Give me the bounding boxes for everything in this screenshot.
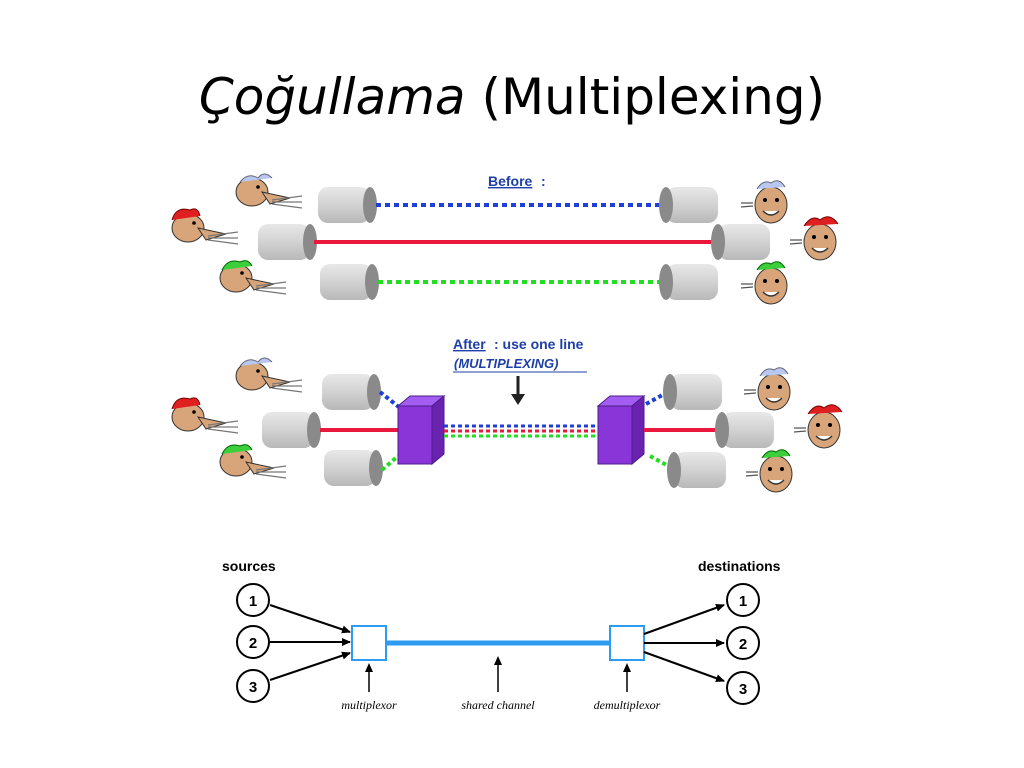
title-english: (Multiplexing) [481,68,826,126]
multiplexor-label: multiplexor [341,698,397,712]
before-row-blue [235,173,788,224]
shared-channel-label: shared channel [461,698,535,712]
svg-text:1: 1 [249,593,257,610]
title-turkish: Çoğullama [198,68,466,126]
multiplexor-box [351,625,387,661]
svg-text:3: 3 [249,679,257,696]
can-icon [324,450,383,486]
svg-text:2: 2 [739,636,747,653]
can-icon [320,264,379,300]
source-node-3: 3 [236,669,270,703]
can-icon [322,374,381,410]
slide-title: Çoğullama (Multiplexing) [0,62,1024,132]
source-node-2: 2 [236,625,270,659]
svg-text:1: 1 [739,593,747,610]
after-heading: After [453,336,486,352]
hair-white-icon [239,173,273,183]
svg-text:2: 2 [249,635,257,652]
demultiplexor-box [609,625,645,661]
destination-node-3: 3 [726,671,760,705]
after-subheading: (MULTIPLEXING) [454,356,558,371]
can-icon [711,224,770,260]
demux-box [596,394,646,466]
before-panel: Before : [171,173,839,305]
can-icon [667,452,726,488]
can-icon [659,264,718,300]
can-icon [262,412,321,448]
svg-text:3: 3 [739,681,747,698]
demultiplexor-label: demultiplexor [594,698,661,712]
can-icon [663,374,722,410]
before-heading-colon: : [541,173,546,189]
can-icon [659,187,718,223]
after-panel: After : use one line (MULTIPLEXING) [171,336,843,493]
source-node-1: 1 [236,583,270,617]
before-heading: Before [488,173,533,189]
destination-node-2: 2 [726,626,760,660]
mux-box [396,394,446,466]
schematic-panel: sources destinations 1 2 3 [222,558,781,712]
can-icon [318,187,377,223]
sources-label: sources [222,558,276,574]
destination-node-1: 1 [726,583,760,617]
destinations-label: destinations [698,558,781,574]
before-row-green [219,260,788,305]
before-row-red [171,208,839,261]
can-icon [258,224,317,260]
after-heading-rest: : use one line [494,336,584,352]
can-icon [715,412,774,448]
